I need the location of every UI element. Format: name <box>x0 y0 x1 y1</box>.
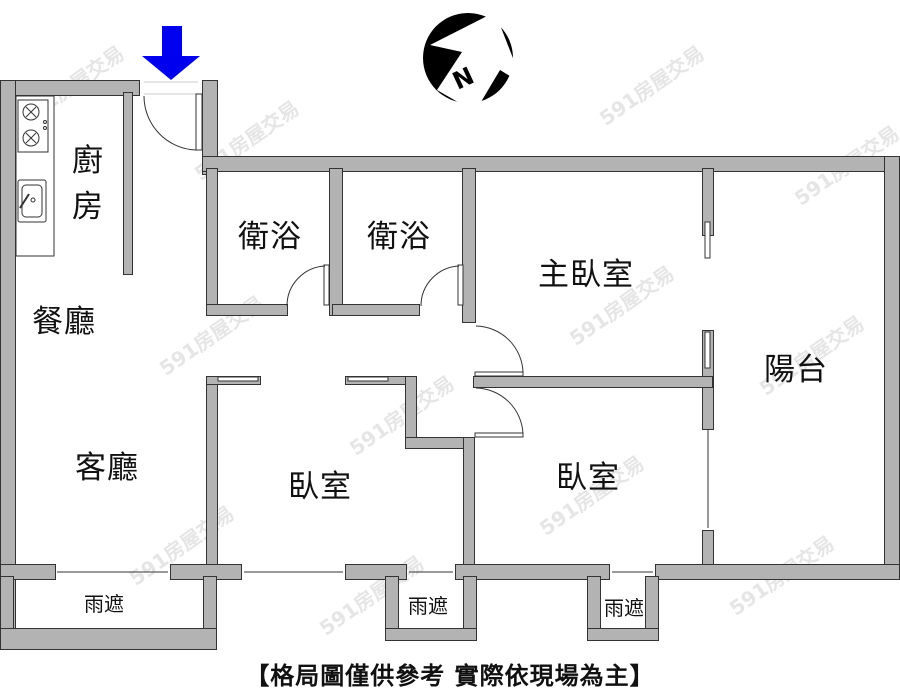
room-label-bedroom: 臥室 <box>556 460 620 496</box>
wall <box>0 628 217 650</box>
room-label-canopy: 雨遮 <box>604 596 644 620</box>
kitchen-counter <box>15 95 55 257</box>
bath-door <box>286 264 464 307</box>
wall <box>385 628 477 641</box>
window <box>57 430 709 573</box>
room-label-living: 客廳 <box>75 450 139 486</box>
wall <box>473 376 713 388</box>
wall <box>123 92 133 275</box>
disclaimer-caption: 【格局圖僅供參考 實際依現場為主】 <box>245 662 655 690</box>
room-label-bath: 衛浴 <box>238 219 302 255</box>
bedroom-door <box>474 325 524 438</box>
wall <box>455 564 610 580</box>
room-label-kitchen: 房 <box>72 189 104 225</box>
room-label-kitchen: 廚 <box>72 143 104 179</box>
wall <box>462 168 476 323</box>
wall <box>587 628 659 641</box>
entrance-door <box>143 81 203 151</box>
room-label-bedroom: 臥室 <box>288 469 352 505</box>
sliding-window <box>217 221 711 382</box>
room-label-dining: 餐廳 <box>32 304 96 340</box>
room-label-canopy: 雨遮 <box>84 592 124 616</box>
north-arrow-icon: N <box>423 12 523 112</box>
entrance-arrow-icon <box>142 26 200 80</box>
wall <box>332 304 420 316</box>
wall <box>0 564 56 580</box>
room-label-canopy: 雨遮 <box>408 594 448 618</box>
room-label-master-bedroom: 主臥室 <box>538 257 634 293</box>
room-label-bath: 衛浴 <box>367 219 431 255</box>
wall <box>206 304 288 316</box>
room-label-balcony: 陽台 <box>764 352 828 388</box>
